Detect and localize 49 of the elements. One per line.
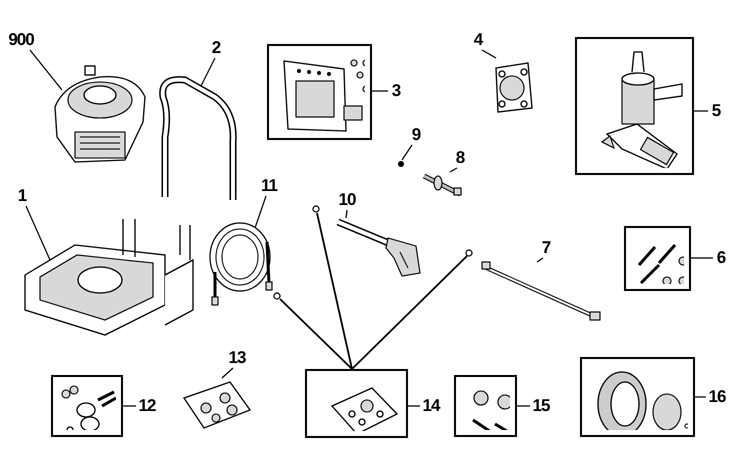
leader-line bbox=[30, 50, 62, 90]
leader-line bbox=[402, 144, 412, 160]
leader-line bbox=[408, 405, 420, 407]
leader-line bbox=[694, 110, 708, 112]
callout-number: 12 bbox=[136, 396, 158, 416]
leader-line bbox=[536, 258, 544, 262]
o-ring-drawing bbox=[312, 205, 320, 213]
callout-number: 10 bbox=[336, 190, 358, 210]
kit-panel bbox=[575, 37, 694, 175]
callout-number: 14 bbox=[420, 396, 442, 416]
callout-number: 16 bbox=[706, 387, 728, 407]
callout-number: 8 bbox=[452, 148, 468, 168]
pin-drawing bbox=[422, 172, 462, 198]
callout-number: 11 bbox=[258, 176, 280, 196]
callout-number: 9 bbox=[408, 125, 424, 145]
leader-line bbox=[517, 405, 530, 407]
callout-number: 1 bbox=[14, 186, 30, 206]
leader-line bbox=[254, 196, 267, 228]
o-ring-drawing bbox=[465, 249, 473, 257]
leader-line bbox=[25, 206, 51, 260]
leader-line bbox=[450, 167, 458, 173]
kit-panel bbox=[624, 226, 691, 291]
callout-number: 15 bbox=[530, 396, 552, 416]
leader-line bbox=[222, 368, 234, 378]
leader-line bbox=[199, 58, 216, 88]
callout-number: 6 bbox=[713, 248, 729, 268]
kit-panel bbox=[580, 357, 695, 437]
callout-number: 7 bbox=[538, 238, 554, 258]
ball-drawing bbox=[397, 160, 405, 168]
kit-panel bbox=[51, 375, 123, 437]
kit-panel bbox=[305, 369, 408, 438]
callout-number: 2 bbox=[208, 38, 224, 58]
kit-panel bbox=[267, 44, 372, 140]
callout-number: 3 bbox=[388, 81, 404, 101]
leader-line bbox=[351, 255, 468, 370]
callout-number: 13 bbox=[226, 348, 248, 368]
leader-line bbox=[279, 298, 353, 370]
callout-number: 4 bbox=[470, 30, 486, 50]
leader-line bbox=[695, 396, 706, 398]
leader-line bbox=[316, 212, 353, 370]
leader-line bbox=[691, 257, 713, 259]
leader-line bbox=[372, 90, 388, 92]
o-ring-drawing bbox=[273, 292, 281, 300]
leader-line bbox=[345, 210, 348, 218]
leader-line bbox=[482, 49, 496, 59]
callout-number: 5 bbox=[708, 101, 724, 121]
callout-number: 900 bbox=[4, 30, 38, 50]
leader-line bbox=[123, 405, 136, 407]
kit-panel bbox=[454, 375, 517, 437]
